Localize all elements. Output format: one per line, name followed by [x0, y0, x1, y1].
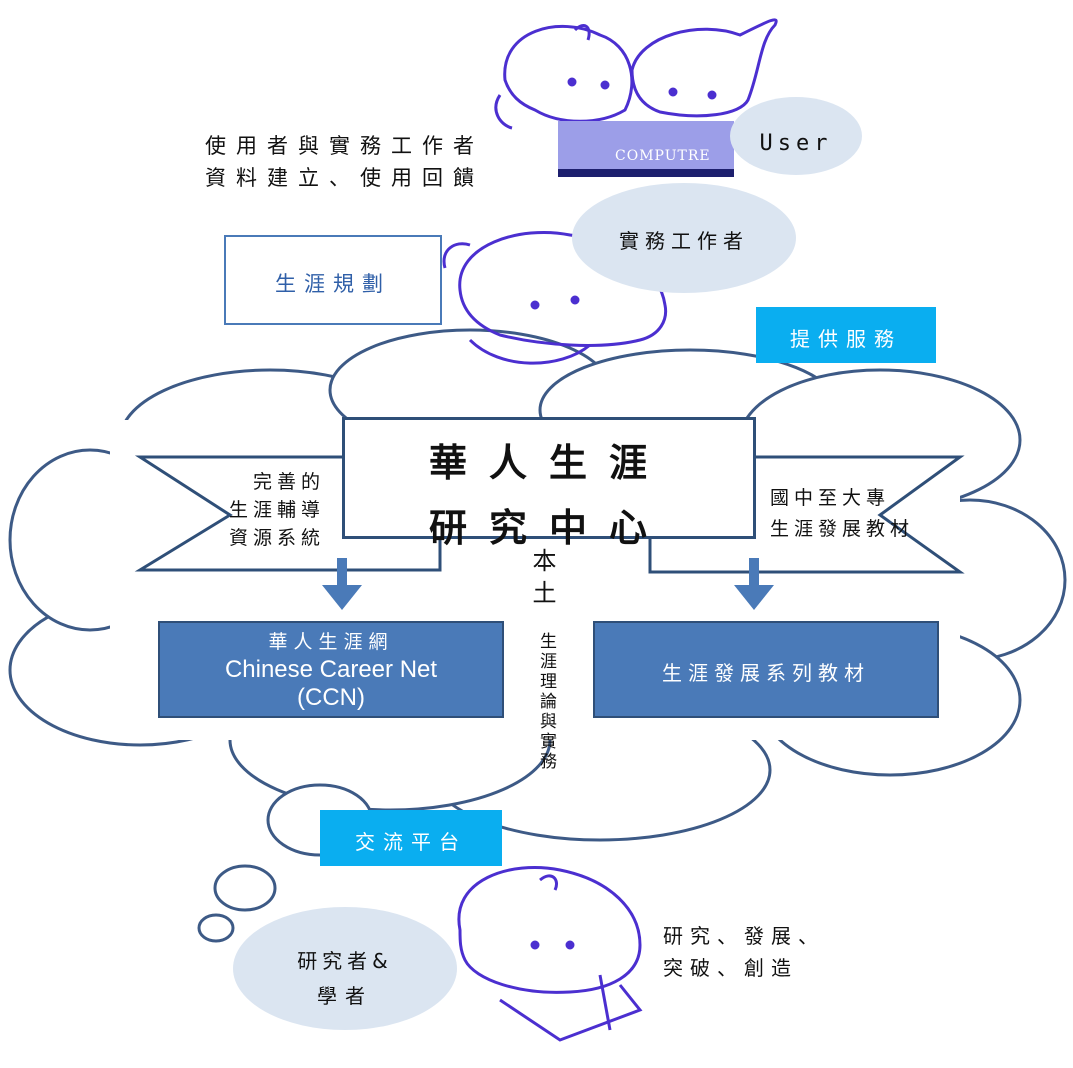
center-title-line1: 華人生涯	[428, 441, 669, 485]
user-bubble-label: User	[759, 131, 833, 156]
top-left-caption-line1: 使用者與實務工作者	[205, 134, 484, 158]
right-banner-text: 國中至大專 生涯發展教材	[770, 483, 914, 545]
bottom-right-caption-line1: 研究、發展、	[663, 924, 825, 948]
left-banner-line3: 資源系統	[228, 527, 325, 549]
practitioner-bubble: 實務工作者	[572, 183, 796, 293]
bottom-right-caption-line2: 突破、創造	[663, 956, 798, 980]
computer-base	[558, 169, 734, 177]
kids-sketch-top	[494, 18, 778, 130]
left-banner-line2: 生涯輔導	[228, 499, 325, 521]
career-planning-box: 生涯規劃	[224, 235, 442, 325]
ccn-box: 華人生涯網 Chinese Career Net (CCN)	[158, 621, 504, 718]
provide-service-box: 提供服務	[756, 307, 936, 363]
exchange-platform-label: 交流平台	[355, 830, 467, 854]
researcher-bubble-line1: 研究者&	[297, 949, 393, 973]
vertical-sub-text: 生涯理論與實務	[536, 632, 556, 772]
materials-box-label: 生涯發展系列教材	[662, 661, 870, 685]
ccn-box-line2: Chinese Career Net	[224, 656, 438, 683]
right-banner-line1: 國中至大專	[770, 487, 891, 509]
down-arrow-right	[734, 558, 774, 610]
user-bubble: User	[730, 97, 862, 175]
left-banner-text: 完善的 生涯輔導 資源系統	[195, 468, 325, 552]
provide-service-label: 提供服務	[790, 327, 902, 351]
center-title-box: 華人生涯 研究中心	[342, 417, 756, 550]
top-left-caption-line2: 資料建立、使用回饋	[205, 166, 484, 190]
left-banner-line1: 完善的	[252, 471, 325, 493]
top-left-caption: 使用者與實務工作者 資料建立、使用回饋	[205, 130, 484, 194]
ccn-box-line3: (CCN)	[297, 684, 365, 711]
researcher-sketch	[457, 866, 643, 1042]
researcher-bubble-line2: 學者	[317, 984, 373, 1008]
researcher-bubble: 研究者& 學者	[233, 907, 457, 1030]
practitioner-bubble-label: 實務工作者	[619, 229, 749, 253]
ccn-box-line1: 華人生涯網	[268, 631, 394, 653]
bottom-right-caption: 研究、發展、 突破、創造	[663, 920, 825, 984]
vertical-main-text: 本土	[528, 548, 556, 612]
down-arrow-left	[322, 558, 362, 610]
materials-box: 生涯發展系列教材	[593, 621, 939, 718]
right-banner-line2: 生涯發展教材	[770, 518, 915, 540]
computer-label: COMPUTRE	[615, 148, 711, 164]
practitioner-sketch	[442, 230, 668, 365]
computer-body	[558, 121, 734, 169]
center-title-line2: 研究中心	[428, 506, 669, 550]
career-planning-label: 生涯規劃	[275, 272, 391, 296]
exchange-platform-box: 交流平台	[320, 810, 502, 866]
